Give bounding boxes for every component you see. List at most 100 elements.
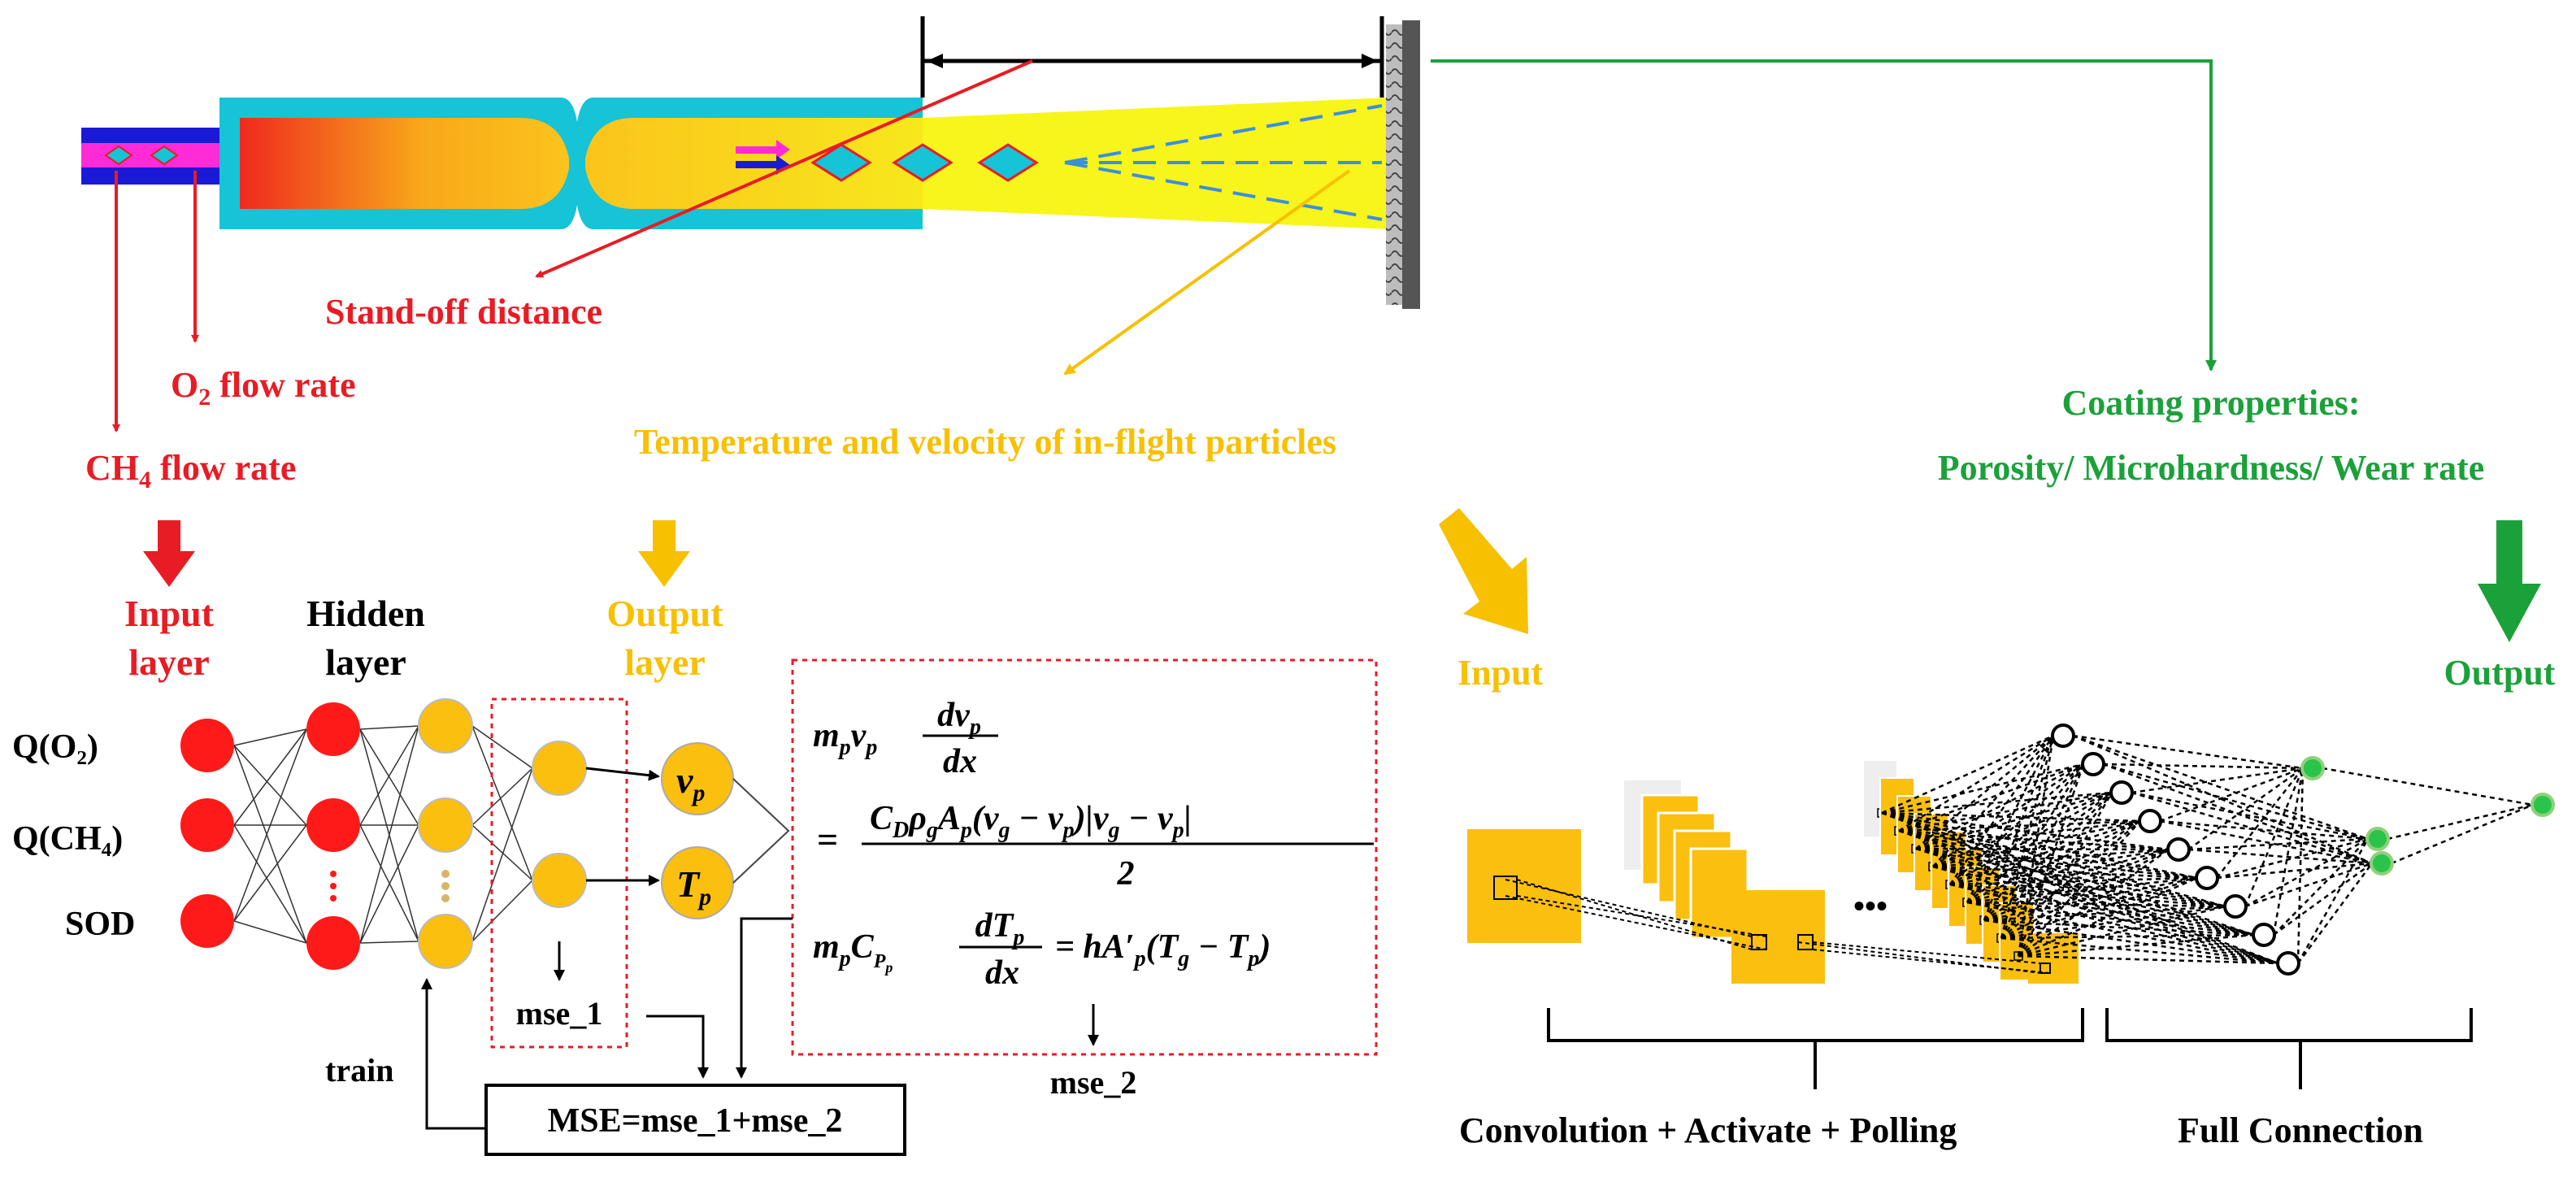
flatten-node xyxy=(2138,809,2162,833)
connection-line xyxy=(2000,735,2055,939)
svg-text:= hA′p(Tg − Tp): = hA′p(Tg − Tp) xyxy=(1055,928,1271,971)
connection-line xyxy=(1932,865,2255,936)
connection-line xyxy=(1932,865,2226,908)
connection-line xyxy=(233,728,307,826)
connection-line xyxy=(359,725,419,730)
connection-line xyxy=(1881,811,2170,851)
connection-line xyxy=(471,880,533,942)
connection-line xyxy=(1983,919,2279,965)
input-node xyxy=(180,894,234,948)
ann-hidden2-nodes xyxy=(418,698,473,969)
connection-line xyxy=(1898,763,2084,832)
oxygen-flow-arrow xyxy=(736,146,780,154)
vp-label: vp xyxy=(676,759,705,806)
svg-text:dvp: dvp xyxy=(937,697,981,740)
ann-input-nodes xyxy=(180,719,234,948)
connection-line xyxy=(1915,847,2198,880)
connection-line xyxy=(1983,735,2055,921)
connection-line xyxy=(2391,803,2534,865)
fc-hidden-node xyxy=(2370,851,2394,876)
connection-line xyxy=(471,824,533,881)
to-vp-arrow xyxy=(585,767,660,781)
flatten-node xyxy=(2081,752,2105,776)
connection-line xyxy=(1983,819,2141,922)
connection-line xyxy=(1966,792,2113,903)
svg-text:=: = xyxy=(817,819,838,860)
hidden-layer-title-2: layer xyxy=(325,641,406,683)
ellipsis-dot xyxy=(330,883,337,889)
conv-bracket xyxy=(1547,1008,2084,1042)
ch4-flow-label: CH4 flow rate xyxy=(85,448,296,493)
connection-line xyxy=(2296,863,2374,964)
connection-line xyxy=(1949,876,2198,886)
connection-line xyxy=(1932,791,2113,868)
oxygen-flow-arrowhead xyxy=(776,140,790,159)
connection-line xyxy=(1983,848,2170,922)
connection-line xyxy=(1966,901,2226,908)
coating-title: Coating properties: xyxy=(2061,383,2360,423)
fc-output-node xyxy=(2530,793,2555,817)
connection-line xyxy=(2387,803,2534,841)
hidden-node xyxy=(418,698,473,754)
coating-layer xyxy=(1386,24,1402,305)
spray-gun xyxy=(81,98,923,229)
substrate-plate xyxy=(1402,20,1420,309)
flatten-node xyxy=(2195,866,2219,890)
connection-line xyxy=(359,941,419,944)
connection-line xyxy=(1915,847,2170,851)
connection-line xyxy=(1915,847,2226,908)
connection-line xyxy=(471,725,533,881)
connection-line xyxy=(2072,734,2369,841)
flatten-node xyxy=(2252,923,2276,947)
connection-line xyxy=(1898,829,2279,965)
inlet-particle xyxy=(150,145,179,166)
equation-heat: mpCPp dTp dx = hA′p(Tg − Tp) xyxy=(813,907,1271,992)
connection-line xyxy=(1948,735,2055,885)
connection-line xyxy=(471,725,533,769)
mse-total-label: MSE=mse_1+mse_2 xyxy=(548,1102,843,1140)
hidden-node xyxy=(306,702,360,756)
connection-line xyxy=(2296,838,2370,964)
ellipsis: ••• xyxy=(1853,888,1887,924)
connection-line xyxy=(2159,819,2373,865)
connection-line xyxy=(1881,763,2084,815)
output-layer-title-1: Output xyxy=(606,593,723,634)
conv-connections xyxy=(1505,879,2051,974)
connection-line xyxy=(359,725,419,944)
connection-line xyxy=(2244,862,2373,908)
fc-hidden-node xyxy=(2300,756,2325,780)
connection-line xyxy=(1932,763,2084,868)
mse-total-box xyxy=(484,1084,906,1156)
flatten-node xyxy=(2276,951,2300,976)
particle-pointer xyxy=(1063,169,1351,376)
svg-text:dx: dx xyxy=(943,743,977,780)
connection-line xyxy=(1915,791,2113,850)
cnn-input-label: Input xyxy=(1457,653,1544,693)
connection-line xyxy=(1898,829,2255,936)
svg-text:mpvp: mpvp xyxy=(813,717,877,760)
mse1-to-total xyxy=(646,1015,709,1079)
last-hidden-layer-box xyxy=(490,697,628,1049)
connection-line xyxy=(1966,735,2055,903)
connection-line xyxy=(1966,901,2255,936)
coating-list: Porosity/ Microhardness/ Wear rate xyxy=(1938,448,2485,488)
conv-label: Convolution + Activate + Polling xyxy=(1459,1110,1957,1150)
connection-line xyxy=(2216,862,2373,880)
standoff-dimension xyxy=(920,16,1384,98)
substrate xyxy=(1386,20,1420,309)
output-layer-title-2: layer xyxy=(624,641,706,683)
fc-hidden-node xyxy=(2365,827,2390,851)
connection-line xyxy=(1983,919,2255,936)
particle xyxy=(892,143,954,182)
outputs-to-physics-join xyxy=(732,778,790,884)
svg-text:dx: dx xyxy=(985,954,1019,992)
connection-line xyxy=(2187,848,2373,865)
connection-line xyxy=(2072,734,2373,865)
connection-line xyxy=(2018,848,2170,958)
connection-line xyxy=(1915,847,2279,965)
connection-line xyxy=(2017,763,2085,957)
standoff-label: Stand-off distance xyxy=(325,292,602,332)
ellipsis-dot xyxy=(441,870,450,878)
connection-line xyxy=(2000,876,2198,940)
